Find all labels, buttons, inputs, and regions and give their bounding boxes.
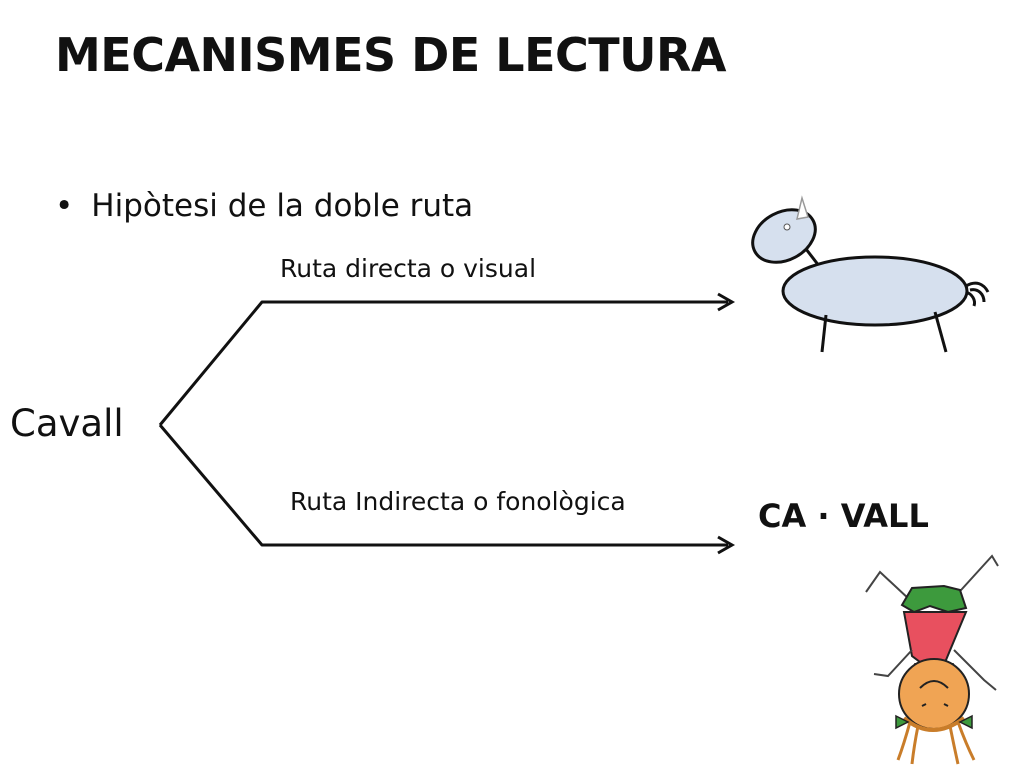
bullet-dot-icon: • — [55, 188, 74, 224]
slide-title: MECANISMES DE LECTURA — [55, 28, 727, 82]
route-indirect-line — [158, 424, 728, 547]
bullet-point: • Hipòtesi de la doble ruta — [55, 188, 473, 224]
route-indirect-label: Ruta Indirecta o fonològica — [290, 487, 626, 516]
route-direct-arrowhead — [717, 292, 736, 312]
source-word: Cavall — [10, 402, 124, 445]
route-indirect-arrowhead — [717, 535, 736, 555]
upside-down-child-drawing-icon — [865, 554, 999, 765]
bullet-text: Hipòtesi de la doble ruta — [91, 188, 474, 224]
route-direct-line — [158, 300, 728, 426]
horse-drawing-icon — [751, 195, 990, 353]
route-direct-label: Ruta directa o visual — [280, 254, 537, 283]
syllable-output: CA · VALL — [758, 497, 929, 535]
